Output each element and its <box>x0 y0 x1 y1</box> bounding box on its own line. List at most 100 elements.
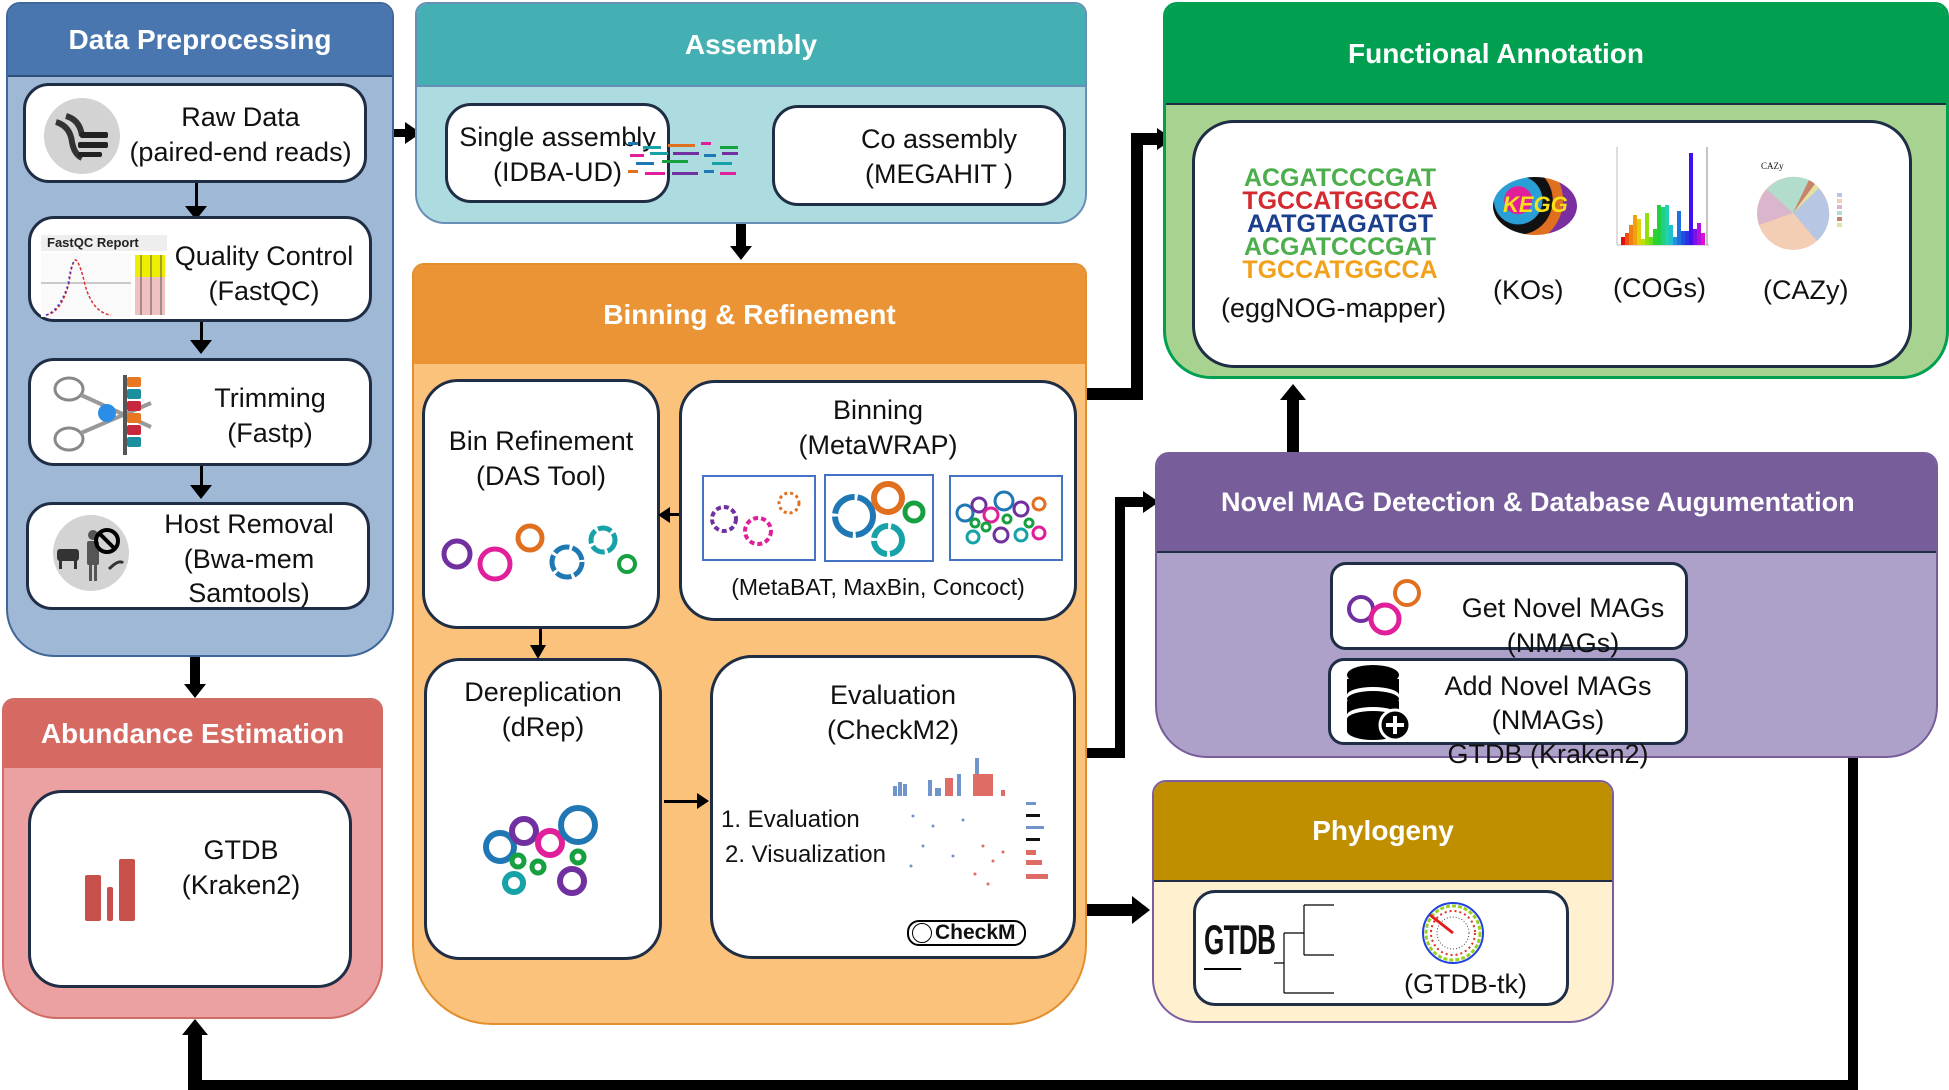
functional-card[interactable]: ACGATCCCGAT TGCCATGGCCA AATGTAGATGT ACGA… <box>1192 120 1912 368</box>
assembly-title: Assembly <box>684 28 818 60</box>
arrow-head-qc-to-trim <box>190 340 212 354</box>
checkm-scatter-icon <box>893 758 1048 886</box>
metabat-bins-box <box>702 475 816 561</box>
cazy-chart-title: CAZy <box>1761 161 1784 171</box>
checkm-logo: CheckM <box>907 920 1026 946</box>
evaluation-item-2: 2. Visualization <box>725 841 886 868</box>
kos-label: (KOs) <box>1493 275 1564 305</box>
kegg-logo-text: KEGG <box>1503 192 1568 217</box>
concoct-bins-box <box>949 475 1063 561</box>
cazy-pie-chart-icon <box>1757 176 1842 250</box>
refined-bins-icon <box>441 523 637 582</box>
eggnog-label: (eggNOG-mapper) <box>1221 293 1447 323</box>
panel-title-novel: Novel MAG Detection & Database Augumenta… <box>1157 454 1936 553</box>
bin-refinement-card[interactable]: Bin Refinement (DAS Tool) <box>422 379 660 629</box>
evaluation-label: Evaluation <box>829 680 957 710</box>
sequence-logo-icon: ACGATCCCGAT TGCCATGGCCA AATGTAGATGT ACGA… <box>1235 167 1445 282</box>
panel-title-abundance: Abundance Estimation <box>4 700 381 768</box>
kegg-logo-icon: KEGG <box>1493 177 1577 235</box>
dna-reads-icon <box>44 98 120 174</box>
single-assembly-tool: (IDBA-UD) <box>493 157 622 188</box>
connector-loop-horizontal-bottom <box>188 1080 1858 1090</box>
arrow-trim-to-host <box>200 466 203 487</box>
panel-title-binning: Binning & Refinement <box>414 265 1085 364</box>
arrow-head-novel-to-functional <box>1280 384 1306 400</box>
trimming-label: Trimming <box>214 383 326 413</box>
raw-data-tool: (paired-end reads) <box>129 137 352 168</box>
connector-binning-to-functional-h1 <box>1087 388 1142 400</box>
cazy-label: (CAZy) <box>1763 275 1849 305</box>
connector-binning-to-novel-h2 <box>1115 497 1147 507</box>
fastqc-report-icon: FastQC Report <box>41 235 167 317</box>
dna-line-4: ACGATCCCGAT <box>1243 233 1437 261</box>
get-novel-mags-label: Get Novel MAGs (NMAGs) <box>1461 593 1665 659</box>
host-removal-tool: (Bwa-mem <box>183 543 315 574</box>
add-novel-mags-card[interactable]: Add Novel MAGs (NMAGs) GTDB (Kraken2) <box>1328 658 1688 769</box>
connector-binning-to-novel-h1 <box>1087 748 1125 758</box>
evaluation-tool: (CheckM2) <box>826 715 960 746</box>
arrow-qc-to-trim <box>200 322 203 342</box>
binning-tool: (MetaWRAP) <box>798 430 958 461</box>
bin-refinement-tool: (DAS Tool) <box>475 461 607 492</box>
arrow-head-trim-to-host <box>190 485 212 499</box>
host-removal-label: Host Removal <box>164 509 334 539</box>
step-trimming[interactable]: Trimming (Fastp) <box>28 358 372 466</box>
tree-branches-icon <box>1274 904 1334 994</box>
arrow-head-assembly-to-binning <box>730 246 752 260</box>
data-preprocessing-title: Data Preprocessing <box>68 23 332 55</box>
step-quality-control[interactable]: FastQC Report Quality Control (FastQC) <box>28 216 372 322</box>
dna-line-2: TGCCATGGCCA <box>1242 187 1438 215</box>
binning-card[interactable]: Binning (MetaWRAP) <box>679 380 1077 621</box>
panel-title-data-preprocessing: Data Preprocessing <box>8 4 392 77</box>
maxbin-bins-icon <box>832 481 926 557</box>
binning-title: Binning & Refinement <box>603 298 896 330</box>
database-add-icon <box>1347 665 1412 742</box>
arrow-assembly-to-binning <box>736 224 746 248</box>
dereplication-tool: (dRep) <box>501 712 585 743</box>
binning-subtools: (MetaBAT, MaxBin, Concoct) <box>731 574 1025 600</box>
trimming-tool: (Fastp) <box>227 418 313 449</box>
connector-binning-to-functional-v <box>1131 133 1143 400</box>
circular-tree-icon <box>1422 902 1484 964</box>
arrow-preprocessing-to-assembly <box>394 129 408 137</box>
qc-label: Quality Control <box>174 241 354 271</box>
connector-loop-vertical-right <box>1848 757 1858 1090</box>
arrow-raw-to-qc <box>195 183 198 208</box>
phylogeny-title: Phylogeny <box>1312 815 1454 846</box>
checkm-logo-text: CheckM <box>935 921 1016 944</box>
bar-chart-icon <box>85 859 135 921</box>
dereplicated-bins-icon <box>483 805 598 896</box>
connector-binning-to-novel-v <box>1115 497 1125 758</box>
co-assembly-card[interactable]: Co assembly (MEGAHIT ) <box>772 105 1066 206</box>
panel-title-phylogeny: Phylogeny <box>1154 782 1612 882</box>
connector-binning-to-phylogeny <box>1087 904 1135 916</box>
dereplication-card[interactable]: Dereplication (dRep) <box>424 658 662 960</box>
host-removal-icon <box>53 515 129 591</box>
fastqc-chart-icon <box>41 253 165 317</box>
step-raw-data[interactable]: Raw Data (paired-end reads) <box>23 83 367 183</box>
evaluation-card[interactable]: Evaluation (CheckM2) 1. Evaluation 2. Vi… <box>710 655 1076 959</box>
add-novel-mags-label: Add Novel MAGs (NMAGs) <box>1444 671 1652 735</box>
arrow-head-dereplication-to-evaluation <box>697 793 709 809</box>
gtdb-tk-label: (GTDB-tk) <box>1404 969 1527 999</box>
step-host-removal[interactable]: Host Removal (Bwa-mem Samtools) <box>26 502 370 610</box>
get-novel-mags-card[interactable]: Get Novel MAGs (NMAGs) <box>1330 562 1688 658</box>
panel-title-assembly: Assembly <box>417 4 1085 87</box>
abundance-title: Abundance Estimation <box>40 718 345 749</box>
co-assembly-tool: (MEGAHIT ) <box>865 159 1013 190</box>
fastqc-report-caption: FastQC Report <box>41 235 167 251</box>
functional-title: Functional Annotation <box>1347 38 1645 69</box>
single-assembly-card[interactable]: Single assembly (IDBA-UD) <box>445 103 670 203</box>
phylogeny-card[interactable]: GTDB (GTDB-tk) <box>1193 890 1569 1006</box>
novel-title: Novel MAG Detection & Database Augumenta… <box>1221 487 1855 517</box>
maxbin-bins-box <box>824 474 934 562</box>
host-removal-tool-2: Samtools) <box>188 578 310 609</box>
arrow-preprocessing-to-abundance <box>190 657 200 687</box>
connector-binning-to-functional-h2 <box>1131 133 1161 145</box>
connector-novel-to-functional <box>1287 398 1299 452</box>
arrow-head-binning-to-refinement <box>658 507 670 523</box>
qc-tool: (FastQC) <box>208 276 320 307</box>
abundance-tool: (Kraken2) <box>181 870 301 901</box>
abundance-card[interactable]: GTDB (Kraken2) <box>28 790 352 988</box>
add-novel-mags-db: GTDB (Kraken2) <box>1447 739 1649 769</box>
